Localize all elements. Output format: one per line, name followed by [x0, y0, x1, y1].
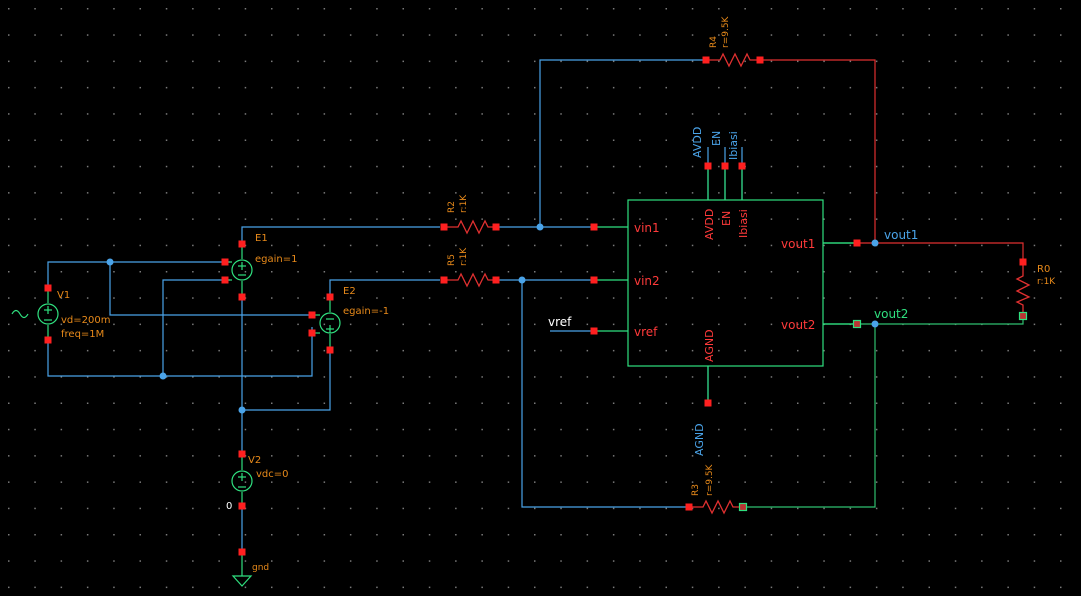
pin-marker	[1018, 311, 1028, 321]
v2-param: vdc=0	[256, 469, 289, 480]
pin-marker	[852, 319, 862, 329]
gnd-net-label: gnd	[252, 563, 269, 573]
v1-label: V1	[57, 290, 70, 301]
pin-label-vin2: vin2	[634, 274, 660, 288]
r0-value: r:1K	[1037, 277, 1056, 287]
pin-marker	[308, 311, 316, 319]
r2-resistor[interactable]	[444, 219, 496, 235]
pin-marker	[756, 56, 764, 64]
pin-marker	[221, 276, 229, 284]
e1-label: E1	[255, 233, 268, 244]
pin-label-vref: vref	[634, 325, 658, 339]
pin-marker	[702, 56, 710, 64]
e2-label: E2	[343, 286, 356, 297]
r4-resistor[interactable]	[706, 52, 760, 68]
pin-marker	[492, 223, 500, 231]
r4-label: R4	[709, 36, 719, 48]
pin-marker	[590, 327, 598, 335]
v1-param-freq: freq=1M	[61, 329, 104, 340]
r2-label: R2	[447, 201, 457, 213]
pin-marker	[721, 162, 729, 170]
wires-red[interactable]	[760, 59, 1024, 262]
pin-marker	[44, 336, 52, 344]
r3-label: R3	[691, 484, 701, 496]
r5-value: r:1K	[459, 247, 469, 266]
pin-marker	[704, 162, 712, 170]
ground-symbol[interactable]	[231, 552, 253, 587]
pin-label-ibias: Ibiasi	[737, 209, 750, 238]
pin-marker	[44, 284, 52, 292]
r0-label: R0	[1037, 264, 1050, 275]
gnd-node-label: 0	[226, 501, 232, 512]
pin-marker	[326, 293, 334, 301]
v2-label: V2	[248, 455, 261, 466]
junction-dots	[106, 223, 879, 414]
pin-label-vout1: vout1	[781, 237, 815, 251]
pin-marker	[238, 502, 246, 510]
pin-label-avdd: AVDD	[703, 209, 716, 240]
pin-label-agnd: AGND	[703, 329, 716, 362]
net-label-vref[interactable]: vref	[548, 315, 572, 329]
pin-marker	[704, 399, 712, 407]
grid-dots	[8, 8, 1062, 589]
pin-marker	[440, 276, 448, 284]
net-label-en[interactable]: EN	[710, 131, 723, 146]
net-label-avdd[interactable]: AVDD	[691, 127, 704, 158]
pin-marker	[221, 258, 229, 266]
e1-param: egain=1	[255, 254, 298, 265]
pin-marker	[853, 239, 861, 247]
pin-marker	[326, 346, 334, 354]
net-label-vout1[interactable]: vout1	[884, 228, 918, 242]
wires-blue[interactable]	[47, 59, 743, 552]
net-label-vout2[interactable]: vout2	[874, 307, 908, 321]
r0-resistor[interactable]	[1015, 262, 1031, 316]
r3-value: r=9.5K	[705, 463, 715, 496]
r5-resistor[interactable]	[444, 272, 496, 288]
pin-marker	[1019, 258, 1027, 266]
pin-label-vout2: vout2	[781, 318, 815, 332]
net-label-ibias[interactable]: Ibiasi	[727, 131, 740, 160]
pin-marker	[685, 503, 693, 511]
pin-label-en: EN	[720, 211, 733, 226]
e2-param: egain=-1	[343, 306, 389, 317]
r2-value: r:1K	[459, 194, 469, 213]
pin-marker	[738, 162, 746, 170]
pin-markers	[44, 56, 1028, 556]
net-label-agnd[interactable]: AGND	[693, 423, 706, 456]
pin-marker	[238, 548, 246, 556]
r4-value: r=9.5K	[721, 15, 731, 48]
r5-label: R5	[447, 254, 457, 266]
pin-marker	[238, 240, 246, 248]
v1-param-vd: vd=200m	[61, 315, 110, 326]
pin-marker	[238, 293, 246, 301]
r3-resistor[interactable]	[689, 499, 743, 515]
pin-marker	[590, 223, 598, 231]
pin-marker	[738, 502, 748, 512]
pin-marker	[308, 329, 316, 337]
block-pin-stubs	[594, 166, 857, 403]
pin-label-vin1: vin1	[634, 221, 660, 235]
pin-marker	[492, 276, 500, 284]
pin-marker	[440, 223, 448, 231]
pin-marker	[238, 450, 246, 458]
pin-marker	[590, 276, 598, 284]
